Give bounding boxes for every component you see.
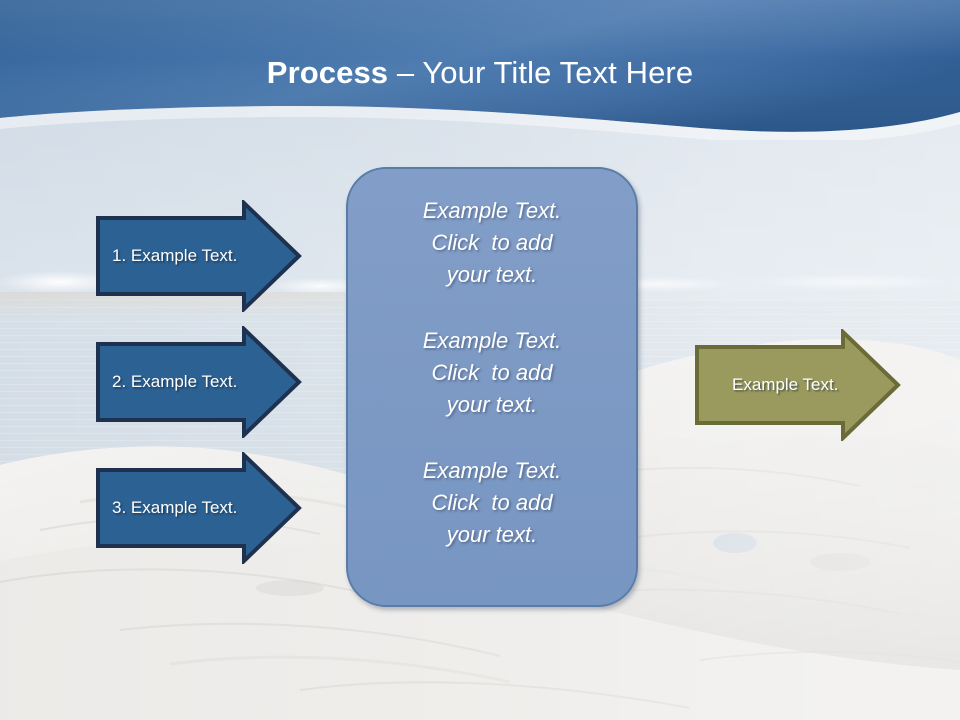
- step-arrow-1[interactable]: 1. Example Text.: [95, 200, 303, 312]
- arrow-right-icon: [96, 326, 302, 438]
- panel-text-block-1[interactable]: Example Text. Click to add your text.: [422, 198, 562, 287]
- page-title-strong: Process: [266, 55, 389, 90]
- step-arrow-3-label: 3. Example Text.: [112, 498, 238, 517]
- result-arrow-label: Example Text.: [732, 375, 839, 394]
- step-arrow-1-label: 1. Example Text.: [112, 246, 238, 265]
- panel-text-block-3[interactable]: Example Text. Click to add your text.: [422, 458, 562, 547]
- arrow-right-icon: [695, 329, 901, 441]
- page-title: Process – Your Title Text Here: [0, 53, 960, 93]
- page-title-separator: –: [388, 55, 423, 90]
- step-arrow-2-label: 2. Example Text.: [112, 372, 238, 391]
- center-content-panel[interactable]: Example Text. Click to add your text. Ex…: [346, 167, 638, 607]
- header-banner: Process – Your Title Text Here: [0, 0, 960, 143]
- arrow-right-icon: [96, 200, 302, 312]
- step-arrow-3[interactable]: 3. Example Text.: [95, 452, 303, 564]
- panel-text-block-2[interactable]: Example Text. Click to add your text.: [422, 328, 562, 417]
- step-arrow-2[interactable]: 2. Example Text.: [95, 326, 303, 438]
- result-arrow[interactable]: Example Text.: [694, 329, 902, 441]
- page-title-light: Your Title Text Here: [422, 55, 694, 90]
- header-wave-shape: [0, 0, 960, 143]
- arrow-right-icon: [96, 452, 302, 564]
